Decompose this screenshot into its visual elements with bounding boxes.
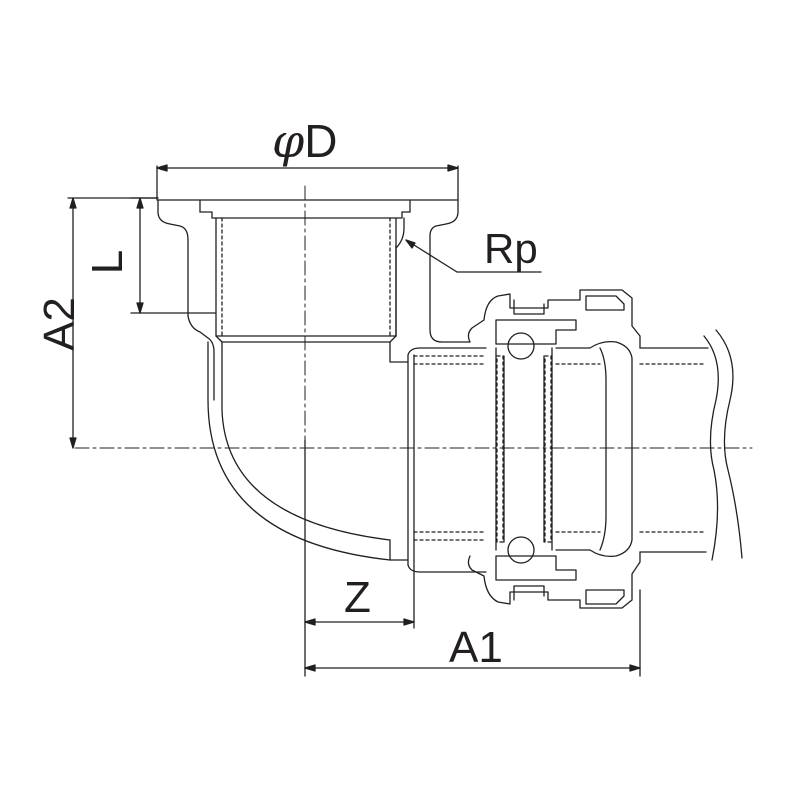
dimension-a1: [304, 589, 641, 677]
rp-leader: [405, 239, 542, 273]
dimension-z: [304, 439, 415, 677]
l-label: L: [83, 249, 133, 275]
elbow-body: [207, 341, 487, 573]
diameter-letter: D: [304, 115, 338, 167]
pipe-break: [703, 329, 743, 561]
diameter-label: φD: [272, 118, 337, 164]
a1-label: A1: [449, 623, 503, 672]
flange: [157, 199, 471, 401]
rp-label: Rp: [484, 225, 538, 272]
a2-label: A2: [35, 297, 84, 351]
threaded-socket: [215, 217, 405, 351]
phi-symbol: φ: [272, 114, 305, 168]
z-label: Z: [344, 573, 371, 622]
dimension-phid: [156, 164, 459, 201]
dimension-a2: [67, 197, 159, 449]
pipe-connector: [413, 289, 709, 609]
dimension-l: [130, 197, 216, 314]
